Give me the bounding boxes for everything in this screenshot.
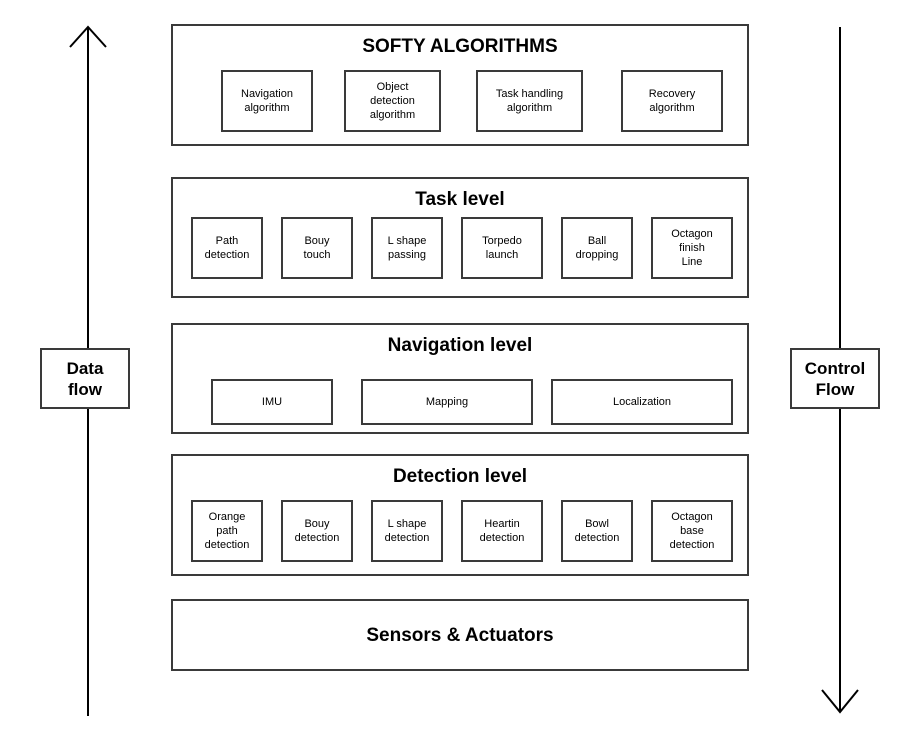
layer-title: Navigation level: [387, 335, 533, 356]
task-level-layer: Task level Path detection Bouy touch L s…: [171, 177, 749, 298]
navigation-level-layer: Navigation level IMU Mapping Localizatio…: [171, 323, 749, 434]
layer-title: Detection level: [392, 466, 528, 487]
task-box-torpedo-launch: Torpedo launch: [461, 217, 543, 279]
layer-title: Sensors & Actuators: [366, 625, 554, 646]
detection-box-l-shape: L shape detection: [371, 500, 443, 562]
data-flow-label: Data flow: [40, 348, 130, 409]
detection-box-heartin: Heartin detection: [461, 500, 543, 562]
detection-box-bouy: Bouy detection: [281, 500, 353, 562]
detection-box-bowl: Bowl detection: [561, 500, 633, 562]
task-box-ball-dropping: Ball dropping: [561, 217, 633, 279]
task-box-octagon-finish-line: Octagon finish Line: [651, 217, 733, 279]
navigation-box-localization: Localization: [551, 379, 733, 425]
algorithm-box-recovery: Recovery algorithm: [621, 70, 723, 132]
sensors-actuators-layer: Sensors & Actuators: [171, 599, 749, 671]
softy-algorithms-layer: SOFTY ALGORITHMS Navigation algorithm Ob…: [171, 24, 749, 146]
navigation-box-mapping: Mapping: [361, 379, 533, 425]
detection-box-orange-path: Orange path detection: [191, 500, 263, 562]
algorithm-box-task-handling: Task handling algorithm: [476, 70, 583, 132]
layer-title: Task level: [415, 189, 505, 210]
task-box-bouy-touch: Bouy touch: [281, 217, 353, 279]
control-flow-label: Control Flow: [790, 348, 880, 409]
task-box-l-shape-passing: L shape passing: [371, 217, 443, 279]
detection-level-layer: Detection level Orange path detection Bo…: [171, 454, 749, 576]
algorithm-box-object-detection: Object detection algorithm: [344, 70, 441, 132]
algorithm-box-navigation: Navigation algorithm: [221, 70, 313, 132]
task-box-path-detection: Path detection: [191, 217, 263, 279]
detection-box-octagon-base: Octagon base detection: [651, 500, 733, 562]
navigation-box-imu: IMU: [211, 379, 333, 425]
layer-title: SOFTY ALGORITHMS: [362, 36, 558, 57]
